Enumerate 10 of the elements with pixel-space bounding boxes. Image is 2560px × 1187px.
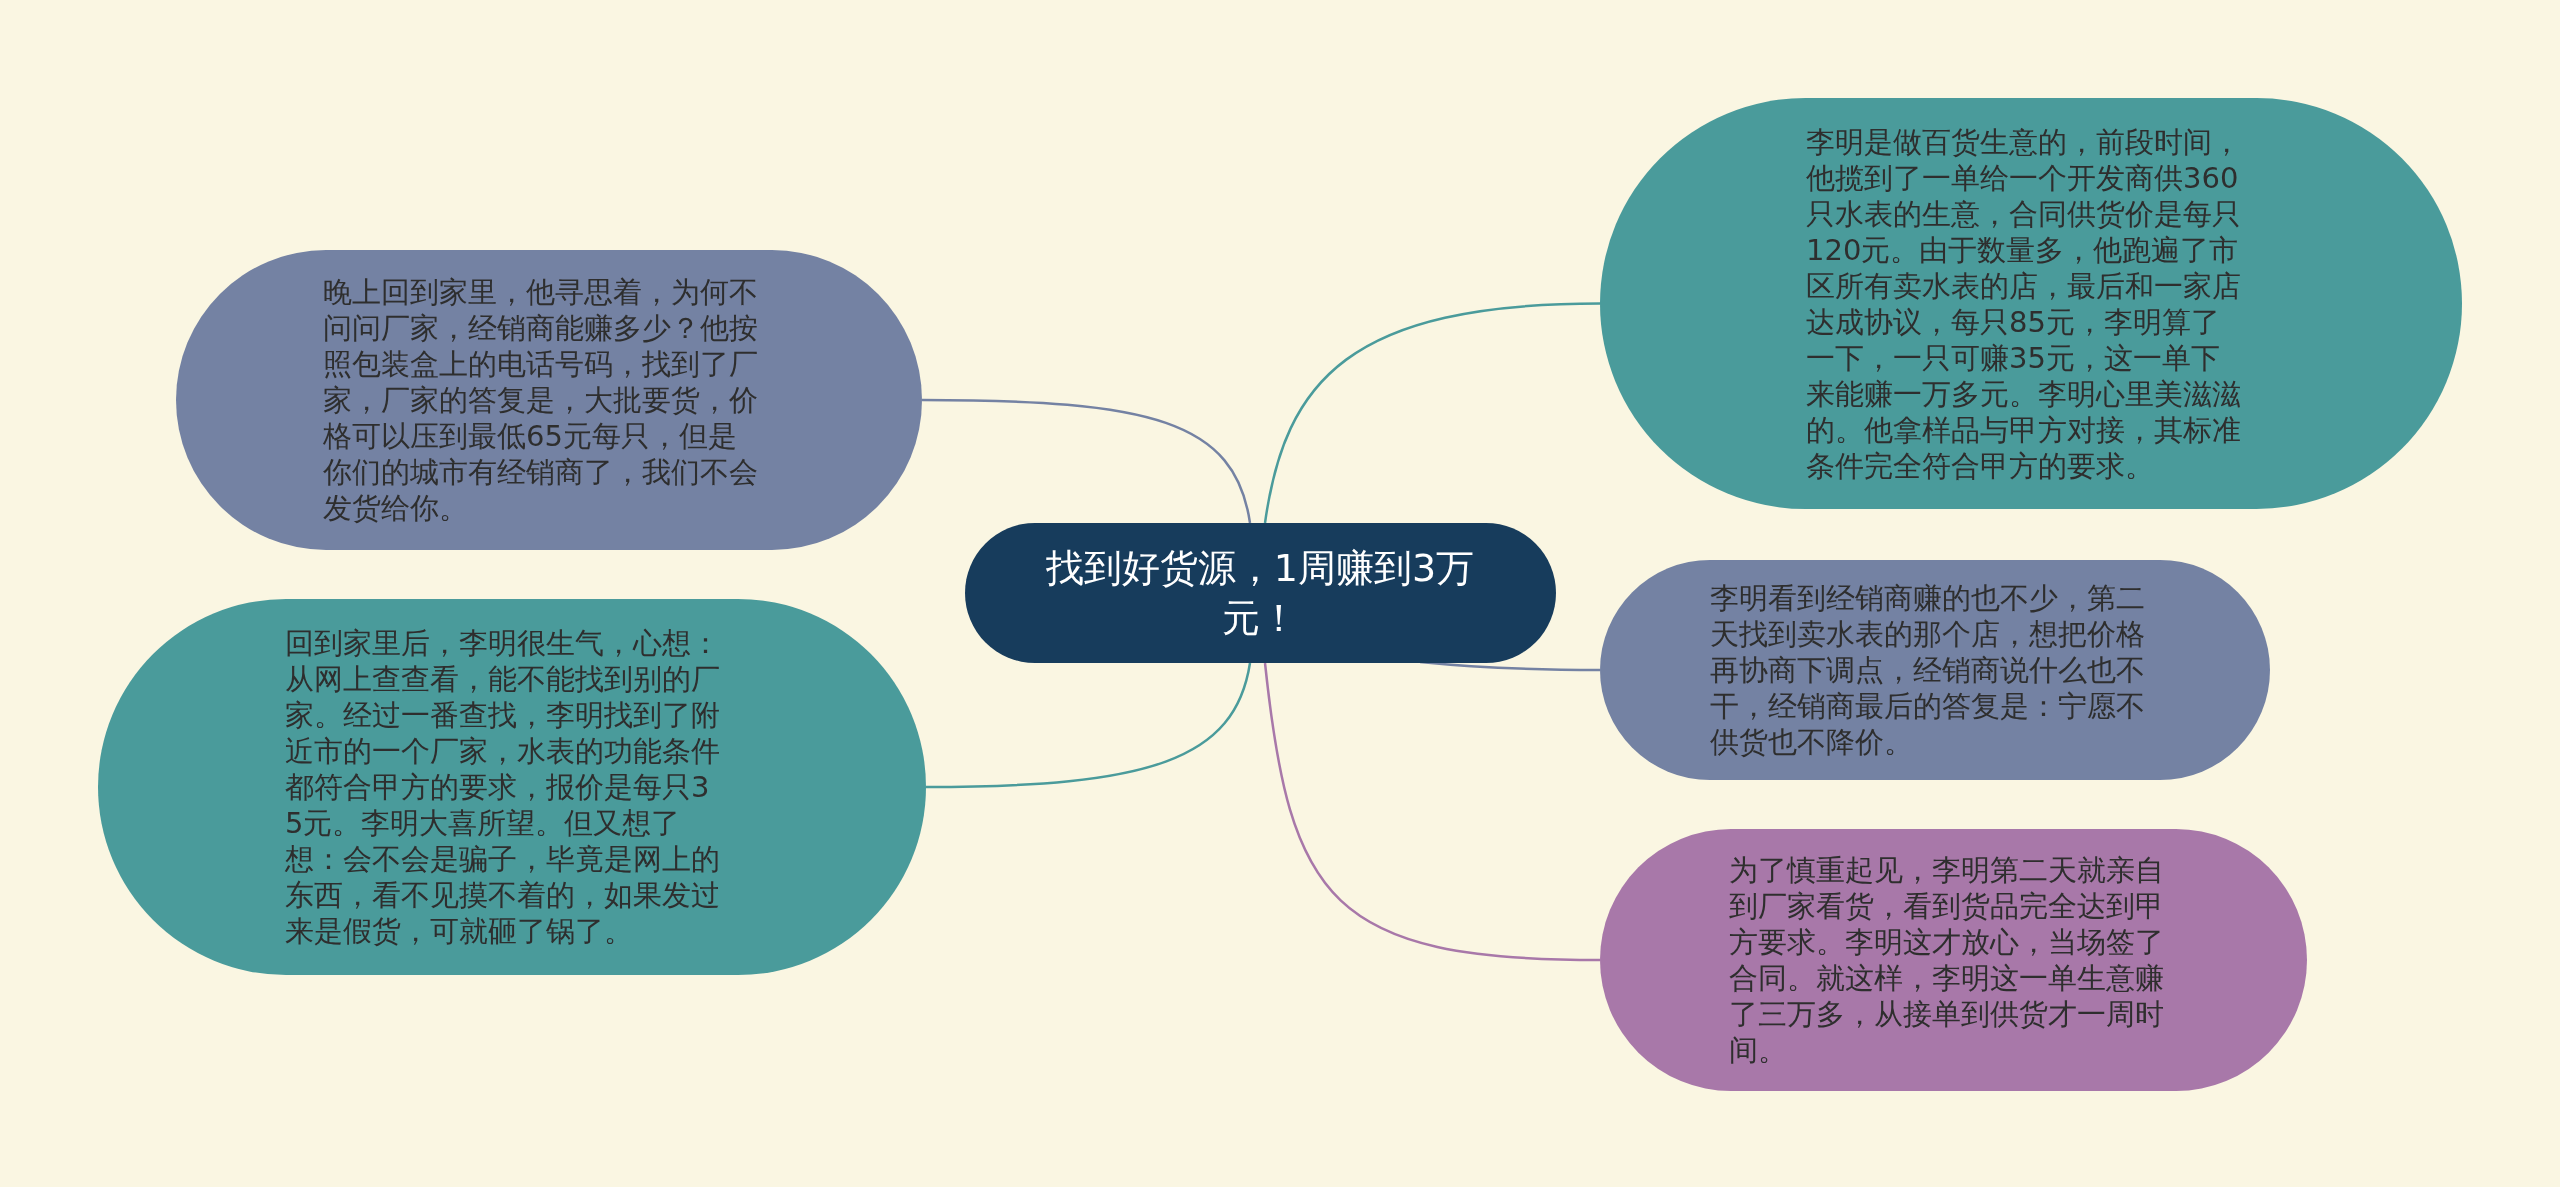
story-text: 为了慎重起见，李明第二天就亲自到厂家看货，看到货品完全达到甲方要求。李明这才放心，当场签了合同。就这样，李明这一单生意赚了三万多，从接单到供货才一周时间。 [1729, 852, 2165, 1068]
story-text: 李明是做百货生意的，前段时间，他揽到了一单给一个开发商供360只水表的生意，合同供货价是每只120元。由于数量多，他跑遍了市区所有卖水表的店，最后和一家店达成协议，每只85元，李明算了一下，一只可赚35元，这一单下来能赚一万多元。李明心里美滋滋的。他拿样品与甲方对接，其标准条件完全符合甲方的要求。 [1806, 123, 2242, 484]
title-text: 找到好货源，1周赚到3万元！ [1044, 545, 1476, 642]
story-text: 回到家里后，李明很生气，心想：从网上查查看，能不能找到别的厂家。经过一番查找，李明找到了附近市的一个厂家，水表的功能条件都符合甲方的要求，报价是每只35元。李明大喜所望。但又想了想：会不会是骗子，毕竟是网上的东西，看不见摸不着的，如果发过来是假货，可就砸了锅了。 [285, 625, 721, 949]
story-text: 李明看到经销商赚的也不少，第二天找到卖水表的那个店，想把价格再协商下调点，经销商说什么也不干，经销商最后的答复是：宁愿不供货也不降价。 [1710, 580, 2146, 760]
connector-line [926, 662, 1252, 789]
connector-line [1263, 662, 1601, 962]
connector-line [1263, 302, 1601, 524]
story-text: 晚上回到家里，他寻思着，为何不问问厂家，经销商能赚多少？他按照包装盒上的电话号码，找到了厂家，厂家的答复是，大批要货，价格可以压到最低65元每只，但是你们的城市有经销商了，我们不会发货给你。 [323, 274, 759, 526]
connector-line [922, 398, 1252, 524]
